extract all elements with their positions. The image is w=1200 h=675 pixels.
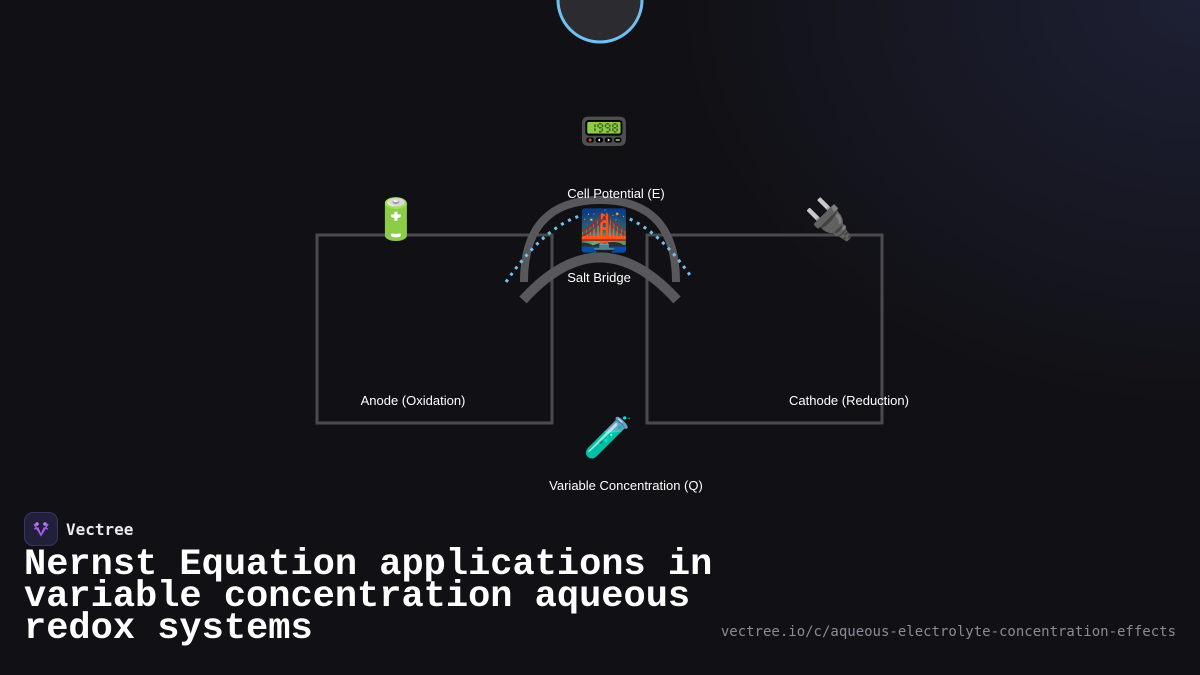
test-tube-icon: 🧪 xyxy=(583,415,633,461)
voltmeter-icon: 📟 xyxy=(579,109,629,155)
vectree-logo-icon xyxy=(24,512,58,546)
brand: Vectree xyxy=(24,512,133,546)
brand-name: Vectree xyxy=(66,519,134,539)
salt-bridge-inner-arc xyxy=(519,252,681,304)
cathode-label: Cathode (Reduction) xyxy=(789,393,909,408)
page-title: Nernst Equation applications in variable… xyxy=(24,544,713,650)
meter-circle xyxy=(556,0,644,44)
bridge-icon: 🌉 xyxy=(579,208,629,254)
plug-icon: 🔌 xyxy=(804,197,854,243)
anode-label: Anode (Oxidation) xyxy=(360,393,466,408)
battery-icon: 🔋 xyxy=(371,197,421,243)
source-url: vectree.io/c/aqueous-electrolyte-concent… xyxy=(720,624,1176,640)
salt-bridge-outer-arc xyxy=(520,195,680,283)
ion-flow-path xyxy=(504,211,694,283)
cathode-beaker xyxy=(645,233,884,425)
concentration-label: Variable Concentration (Q) xyxy=(549,478,703,493)
anode-beaker xyxy=(315,233,554,425)
cell-potential-label: Cell Potential (E) xyxy=(567,186,665,201)
salt-bridge-label: Salt Bridge xyxy=(567,270,631,285)
